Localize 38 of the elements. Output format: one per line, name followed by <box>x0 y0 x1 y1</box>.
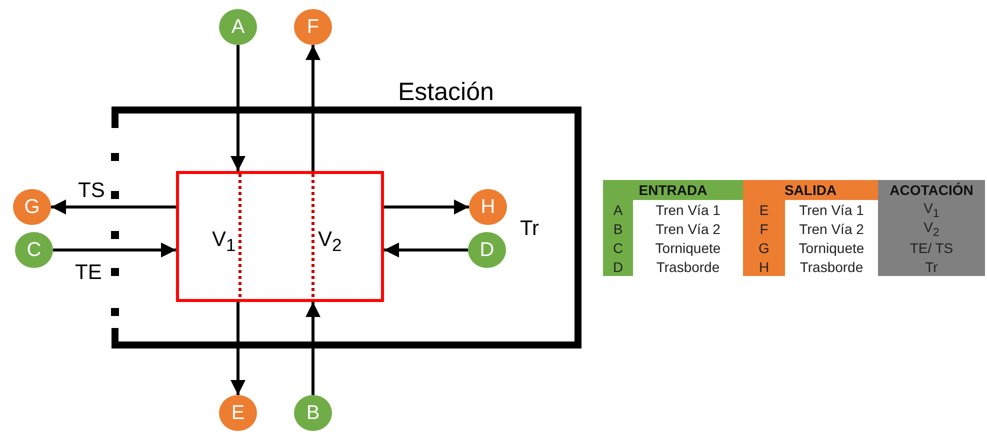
arrow <box>306 45 320 171</box>
arrow <box>384 200 469 214</box>
track-label: V$_{1}$ <box>212 229 236 255</box>
header-cell: ENTRADA <box>603 180 743 200</box>
letter-circle: B <box>294 395 332 431</box>
letter-circle: C <box>15 232 53 268</box>
letter-cell: H <box>743 257 785 276</box>
letter-cell: G <box>743 238 785 257</box>
arrow <box>51 200 176 214</box>
letter-cell: A <box>603 200 633 219</box>
letter-circle: A <box>219 9 257 45</box>
station-title: Estación <box>398 78 494 107</box>
arrow <box>230 302 246 395</box>
arrow <box>53 242 176 258</box>
letter-cell: C <box>603 238 633 257</box>
letter-cell: B <box>603 219 633 238</box>
letter-cell: D <box>603 257 633 276</box>
transfer-label: Tr <box>520 218 540 239</box>
notation-cell: Tr <box>878 257 985 276</box>
letter-circle: E <box>219 395 257 431</box>
side-label: TE <box>75 262 102 283</box>
side-label: TS <box>78 180 105 201</box>
arrow <box>306 302 320 395</box>
platform-area-outline <box>176 171 384 302</box>
header-cell: ACOTACIÓN <box>878 180 985 200</box>
arrow <box>230 45 246 171</box>
letter-cell: E <box>743 200 785 219</box>
letter-circle: F <box>294 9 332 45</box>
arrow <box>384 242 468 258</box>
track-label: V$_{2}$ <box>318 229 342 255</box>
letter-circle: H <box>469 189 507 225</box>
letter-circle: D <box>468 232 506 268</box>
notation-cell: TE/ TS <box>878 238 985 257</box>
notation-cell: V$_{1}$ <box>878 200 985 219</box>
letter-cell: F <box>743 219 785 238</box>
notation-cell: V$_{2}$ <box>878 219 985 238</box>
header-cell: SALIDA <box>743 180 878 200</box>
letter-circle: G <box>13 189 51 225</box>
